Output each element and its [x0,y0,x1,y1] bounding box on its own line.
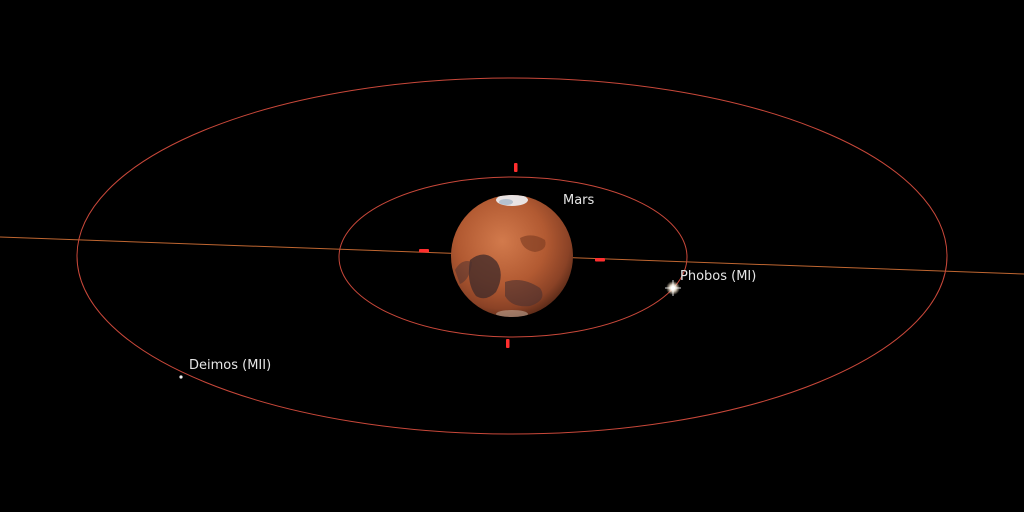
orbit-marker-left [419,249,429,253]
orbit-marker-bottom [506,339,510,348]
phobos-orbit [338,176,688,338]
phobos-label[interactable]: Phobos (MI) [680,269,757,284]
deimos-orbit [76,77,948,435]
orbit-marker-right [595,258,605,262]
mars-label[interactable]: Mars [563,193,595,208]
phobos-marker[interactable] [665,280,681,296]
deimos-marker[interactable] [179,375,183,379]
deimos-label[interactable]: Deimos (MII) [189,358,272,373]
orbit-marker-top [514,163,518,172]
mars-globe[interactable] [451,194,573,318]
